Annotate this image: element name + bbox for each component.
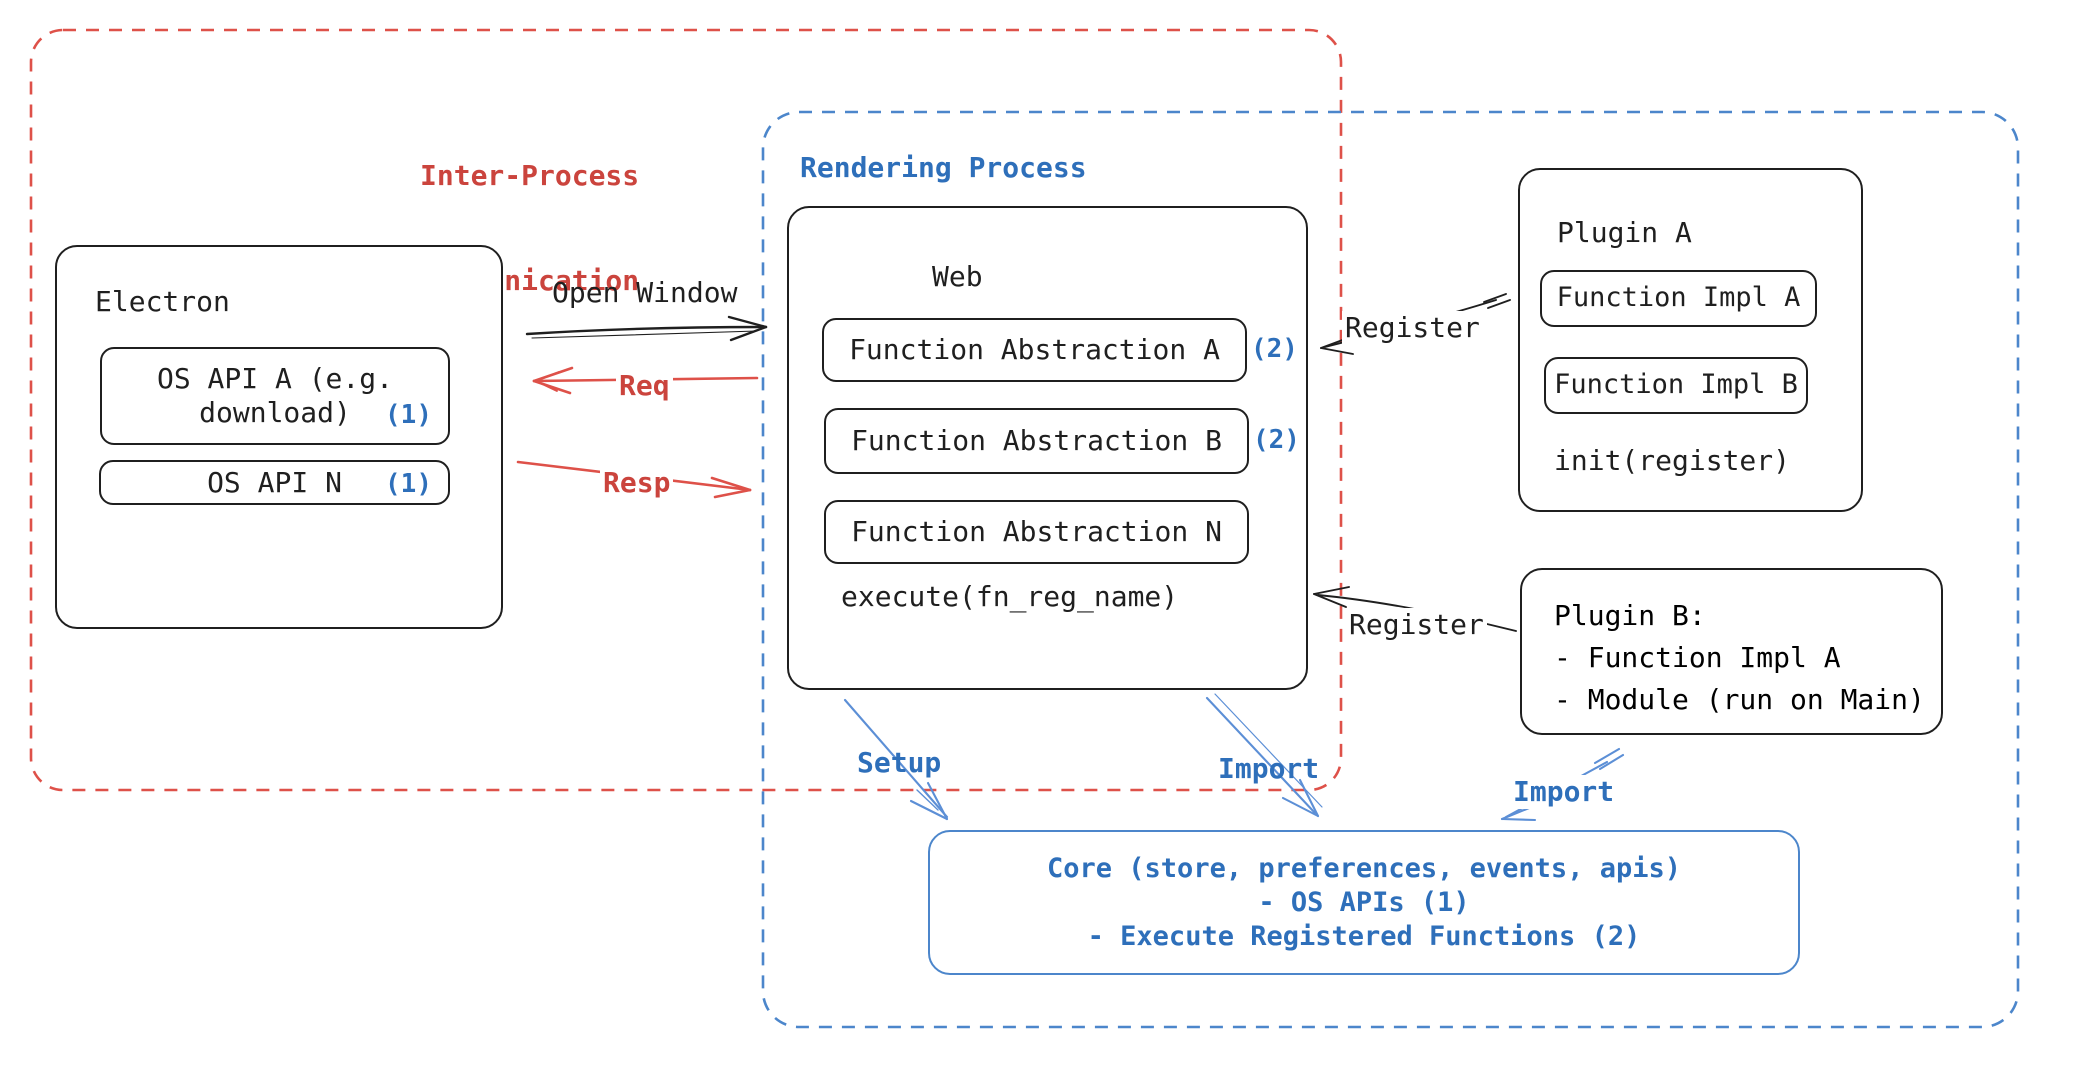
plugin-b-item-function-impl-a: - Function Impl A [1554, 641, 1841, 674]
os-api-n-box: OS API N (1) [99, 460, 450, 505]
os-api-n-badge: (1) [385, 469, 432, 499]
ipc-frame [29, 28, 1343, 792]
os-api-a-line2: download) [199, 396, 351, 429]
function-impl-a-label: Function Impl A [1556, 282, 1801, 314]
core-line1: Core (store, preferences, events, apis) [1047, 852, 1681, 884]
import-mid-arrow [1205, 693, 1323, 818]
execute-label: execute(fn_reg_name) [841, 580, 1179, 613]
os-api-a-badge: (1) [385, 400, 432, 430]
function-abstraction-a-label: Function Abstraction A [849, 333, 1220, 367]
function-impl-b-box: Function Impl B [1544, 357, 1808, 414]
setup-arrow [843, 698, 949, 821]
import-right-label: Import [1510, 775, 1618, 809]
register-bottom-label: Register [1346, 608, 1487, 642]
resp-label: Resp [600, 466, 674, 500]
function-abstraction-a-badge: (2) [1251, 334, 1298, 364]
core-box: Core (store, preferences, events, apis) … [928, 830, 1800, 975]
function-impl-a-box: Function Impl A [1540, 270, 1817, 327]
os-api-a-line1: OS API A (e.g. [156, 362, 393, 396]
web-box: Web Function Abstraction A (2) Function … [787, 206, 1308, 690]
plugin-a-title: Plugin A [1557, 216, 1692, 249]
setup-label: Setup [857, 746, 942, 779]
function-abstraction-b-box: Function Abstraction B [824, 408, 1249, 474]
electron-title: Electron [95, 285, 230, 318]
open-window-arrow [525, 315, 768, 342]
plugin-a-box: Plugin A Function Impl A Function Impl B… [1518, 168, 1863, 512]
function-abstraction-n-label: Function Abstraction N [851, 515, 1222, 549]
electron-box: Electron OS API A (e.g. download) (1) OS… [55, 245, 503, 629]
register-bottom-arrow [1313, 586, 1517, 632]
os-api-n-label: OS API N [207, 465, 342, 499]
plugin-b-title: Plugin B: [1554, 599, 1706, 632]
open-window-label: Open Window [552, 276, 738, 309]
function-abstraction-a-box: Function Abstraction A [822, 318, 1247, 382]
function-abstraction-b-badge: (2) [1253, 425, 1300, 455]
register-top-label: Register [1342, 311, 1483, 345]
ipc-frame-label-line1: Inter-Process [420, 159, 640, 192]
rendering-frame-label: Rendering Process [800, 151, 1087, 184]
req-label: Req [616, 369, 673, 403]
core-line3: - Execute Registered Functions (2) [1087, 920, 1641, 952]
function-abstraction-n-box: Function Abstraction N [824, 500, 1249, 564]
function-impl-b-label: Function Impl B [1554, 369, 1798, 401]
import-mid-label: Import [1218, 752, 1320, 785]
plugin-b-box: Plugin B: - Function Impl A - Module (ru… [1520, 568, 1943, 735]
function-abstraction-b-label: Function Abstraction B [851, 424, 1222, 458]
core-line2: - OS APIs (1) [1258, 886, 1470, 918]
web-title: Web [932, 260, 983, 293]
init-register-label: init(register) [1554, 444, 1791, 477]
rendering-frame [761, 110, 2020, 1029]
os-api-a-box: OS API A (e.g. download) (1) [100, 347, 450, 445]
plugin-b-item-module: - Module (run on Main) [1554, 683, 1925, 716]
